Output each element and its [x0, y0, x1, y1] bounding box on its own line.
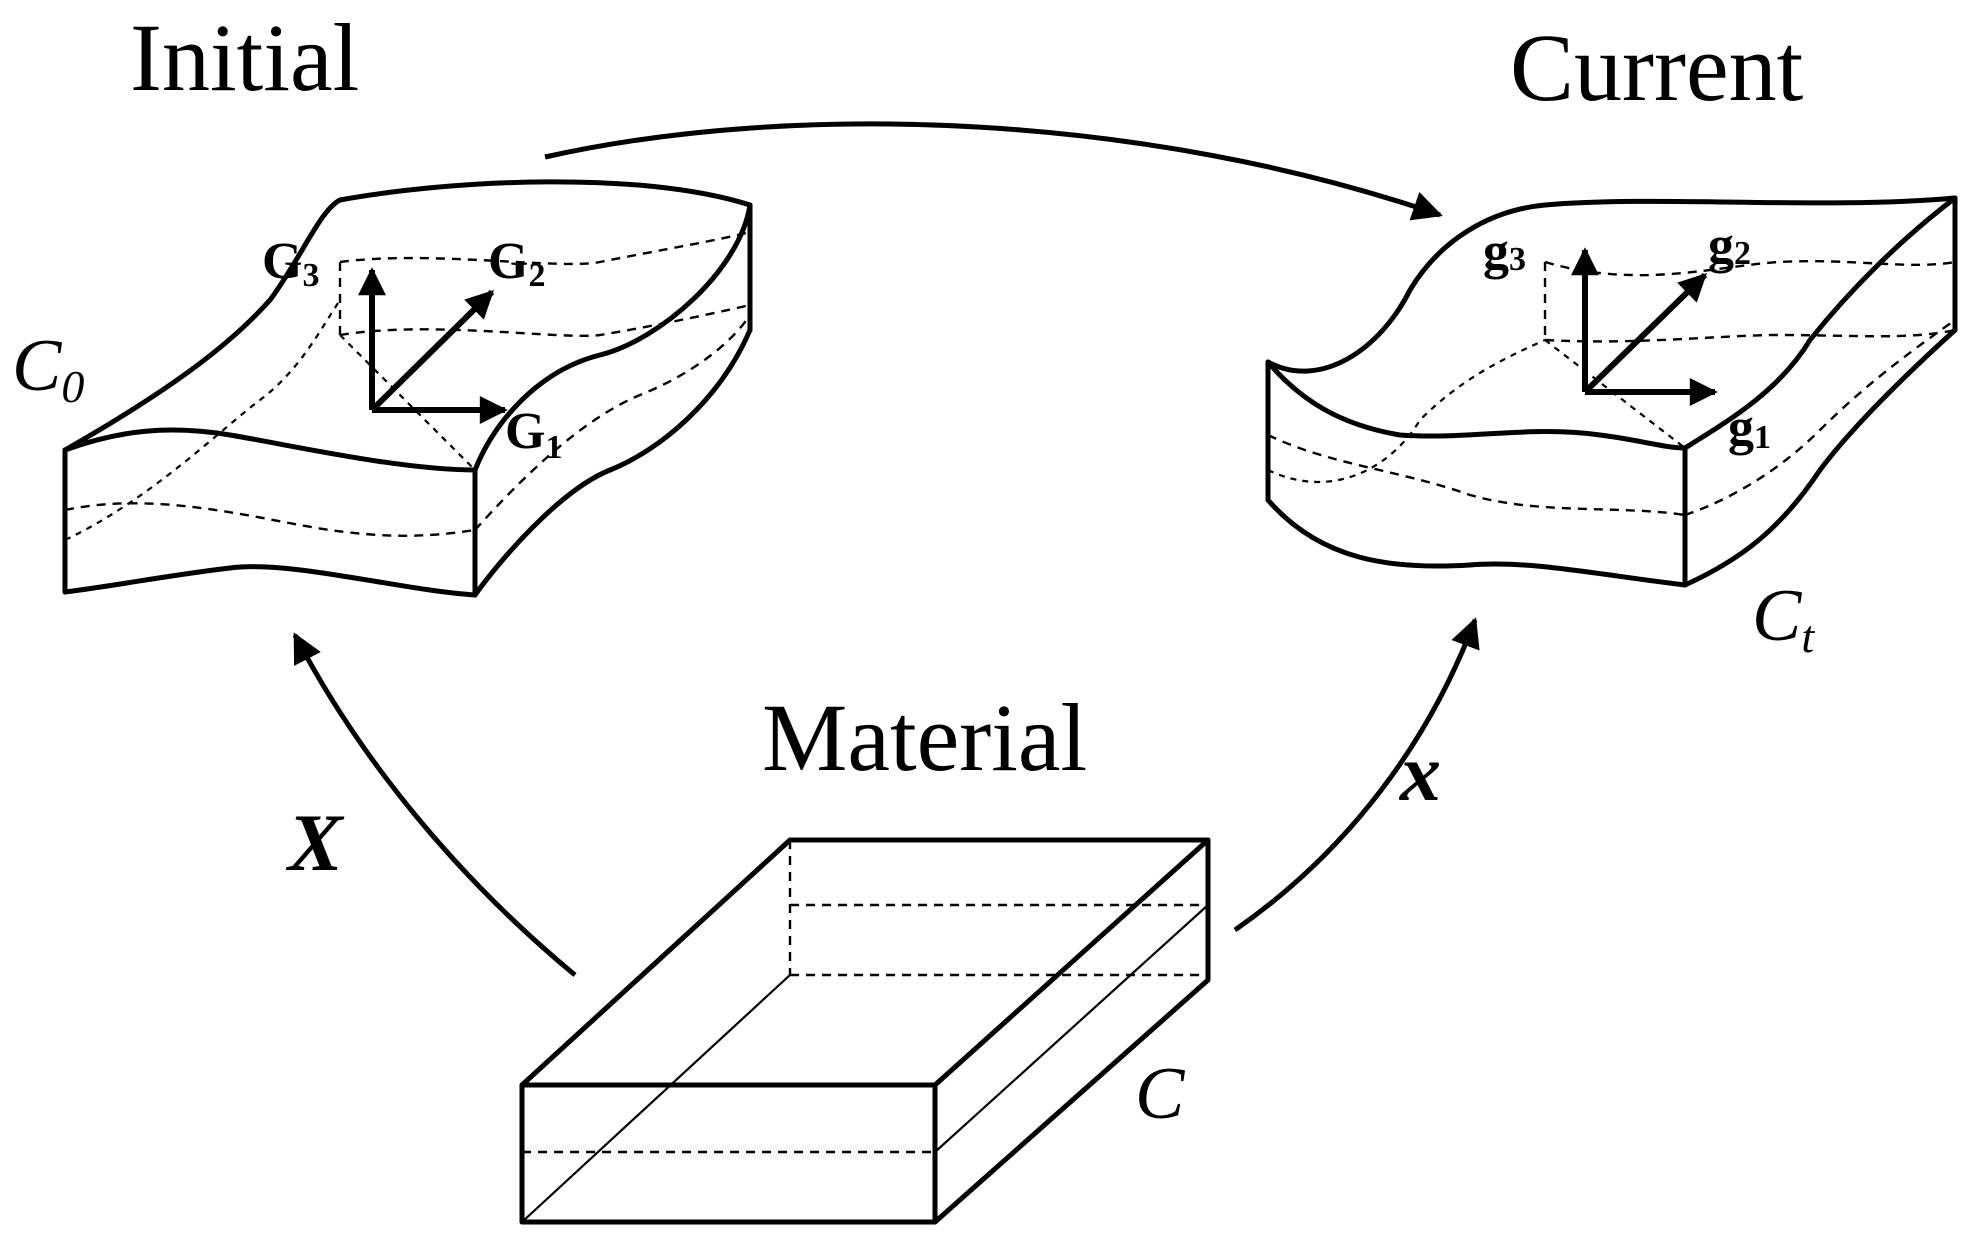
- basis-label-G3: G3: [262, 233, 319, 294]
- basis-label-g2: g2: [1708, 217, 1751, 274]
- configuration-label-Ct: Ct: [1752, 575, 1815, 662]
- initial-basis-vectors: [358, 267, 508, 424]
- initial-configuration-body: [62, 179, 753, 598]
- material-to-current-arrow: [1233, 617, 1480, 933]
- initial-title: Initial: [130, 4, 359, 111]
- material-to-initial-arrow: [292, 632, 577, 977]
- material-title: Material: [762, 684, 1087, 791]
- basis-label-g3: g3: [1483, 223, 1526, 280]
- current-basis-vectors: [1571, 247, 1718, 406]
- mapping-label-X: X: [285, 797, 345, 888]
- current-configuration-body: [1265, 195, 1958, 588]
- basis-vector-G2: [369, 289, 495, 413]
- configuration-label-C: C: [1135, 1053, 1186, 1135]
- configuration-label-C0: C0: [12, 325, 84, 412]
- current-title: Current: [1510, 14, 1804, 121]
- basis-label-g1: g1: [1728, 399, 1771, 456]
- mapping-label-x: x: [1399, 727, 1441, 818]
- basis-label-G2: G2: [488, 233, 545, 294]
- basis-label-G1: G1: [505, 403, 562, 466]
- basis-vector-g2: [1582, 272, 1708, 395]
- material-configuration-body: [519, 837, 1211, 1225]
- initial-to-current-arrow: [544, 121, 1443, 221]
